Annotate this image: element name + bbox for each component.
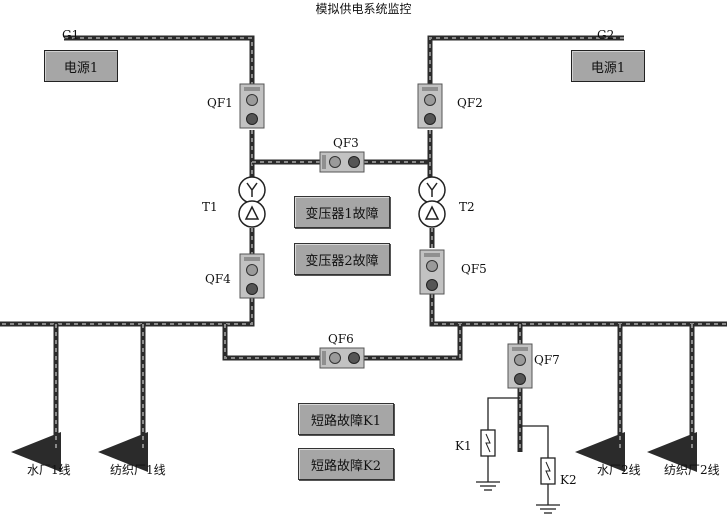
breaker-label-qf2: QF2 (457, 96, 483, 110)
breaker-label-qf7: QF7 (534, 353, 560, 367)
breaker-qf6 (319, 347, 365, 369)
transformer-2-fault-button[interactable]: 变压器2故障 (294, 243, 390, 275)
breaker-qf6-lamp-closed (348, 352, 360, 364)
breaker-label-qf5: QF5 (461, 262, 487, 276)
transformer-icon-t1-secondary-coil (238, 200, 266, 228)
breaker-qf4-lamp-closed (246, 283, 258, 295)
wire-qf4-to-bus1-core (0, 298, 255, 327)
breaker-label-qf3: QF3 (333, 136, 359, 150)
wire-qf5-to-bus2-stripe (431, 294, 727, 325)
wire-bus1-to-qf6-stripe (224, 324, 320, 359)
breaker-label-qf4: QF4 (205, 272, 231, 286)
breaker-qf3-status-bar (322, 155, 326, 169)
breaker-qf6-status-bar (322, 351, 326, 365)
breaker-qf3 (319, 151, 365, 173)
wire-g1-to-qf1 (64, 35, 255, 84)
feeder-label-textile-plant-1: 纺织厂1线 (110, 463, 166, 477)
fault-point-label-k2: K2 (560, 473, 577, 487)
diagram-title: 模拟供电系统监控 (315, 2, 412, 16)
power-source-1: 电源1 (44, 50, 118, 82)
breaker-qf1-status-bar (244, 87, 260, 91)
breaker-qf5 (419, 249, 445, 295)
wire-bus1-to-qf6 (222, 324, 320, 361)
breaker-qf2-lamp-open (424, 94, 436, 106)
breaker-qf5-lamp-closed (426, 279, 438, 291)
wire-g2-to-qf2-stripe (429, 37, 624, 84)
breaker-qf6-lamp-open (329, 352, 341, 364)
transformer-icon-t2-wye-symbol (426, 182, 438, 197)
transformer-icon-t1-wye-symbol (246, 182, 258, 197)
wire-qf4-to-bus1 (0, 298, 255, 327)
fault-point-label-k1: K1 (455, 439, 472, 453)
breaker-qf4 (239, 253, 265, 299)
transformer-icon-t1-delta-symbol (244, 205, 260, 220)
power-source-2: 电源1 (571, 50, 645, 82)
breaker-qf4-status-bar (244, 257, 260, 261)
transformer-label-t1: T1 (202, 200, 218, 214)
feeder-label-water-plant-1: 水厂1线 (27, 463, 71, 477)
transformer-icon-t2-secondary-coil (418, 200, 446, 228)
wire-qf5-to-bus2-core (429, 294, 727, 327)
short-circuit-k1-button[interactable]: 短路故障K1 (298, 403, 394, 435)
fault-element-icon-k1-zigzag (485, 433, 491, 453)
breaker-qf7-status-bar (512, 347, 528, 351)
breaker-label-qf1: QF1 (207, 96, 233, 110)
transformer-label-t2: T2 (459, 200, 475, 214)
breaker-qf7-lamp-closed (514, 373, 526, 385)
short-circuit-k2-button[interactable]: 短路故障K2 (298, 448, 394, 480)
wire-qf5-to-bus2 (429, 294, 727, 327)
breaker-qf5-lamp-open (426, 260, 438, 272)
breaker-qf3-lamp-open (329, 156, 341, 168)
wire-group (0, 35, 727, 505)
wire-branch-k1 (487, 397, 520, 430)
fault-element-icon-k2-zigzag (545, 461, 551, 481)
breaker-qf1 (239, 83, 265, 129)
ground-icon-k1 (476, 481, 500, 491)
breaker-qf1-lamp-closed (246, 113, 258, 125)
transformer-icon-t2-delta-symbol (424, 205, 440, 220)
wire-g1-to-qf1-stripe (64, 37, 253, 84)
feeder-label-textile-plant-2: 纺织厂2线 (664, 463, 720, 477)
wire-bus1-to-qf6-core (222, 324, 320, 361)
breaker-qf3-lamp-closed (348, 156, 360, 168)
transformer-icon-t1 (238, 176, 266, 228)
wire-qf6-to-bus2 (364, 324, 463, 361)
breaker-qf2-status-bar (422, 87, 438, 91)
wire-qf6-to-bus2-core (364, 324, 463, 361)
fault-element-icon-k2 (540, 457, 556, 485)
wire-qf4-to-bus1-stripe (0, 298, 253, 325)
feeder-label-water-plant-2: 水厂2线 (597, 463, 641, 477)
component-group (238, 83, 560, 514)
breaker-qf4-lamp-open (246, 264, 258, 276)
breaker-qf7 (507, 343, 533, 389)
breaker-qf7-lamp-open (514, 354, 526, 366)
breaker-qf2 (417, 83, 443, 129)
wire-branch-k2 (520, 425, 549, 458)
breaker-qf2-lamp-closed (424, 113, 436, 125)
transformer-icon-t2 (418, 176, 446, 228)
breaker-label-qf6: QF6 (328, 332, 354, 346)
breaker-qf5-status-bar (424, 253, 440, 257)
source-label-g2: G2 (597, 28, 615, 42)
wire-g2-to-qf2 (427, 35, 624, 84)
transformer-1-fault-button[interactable]: 变压器1故障 (294, 196, 390, 228)
ground-icon-k2 (536, 504, 560, 514)
breaker-qf1-lamp-open (246, 94, 258, 106)
fault-element-icon-k1 (480, 429, 496, 457)
source-label-g1: G1 (62, 28, 80, 42)
wire-qf6-to-bus2-stripe (364, 324, 461, 359)
